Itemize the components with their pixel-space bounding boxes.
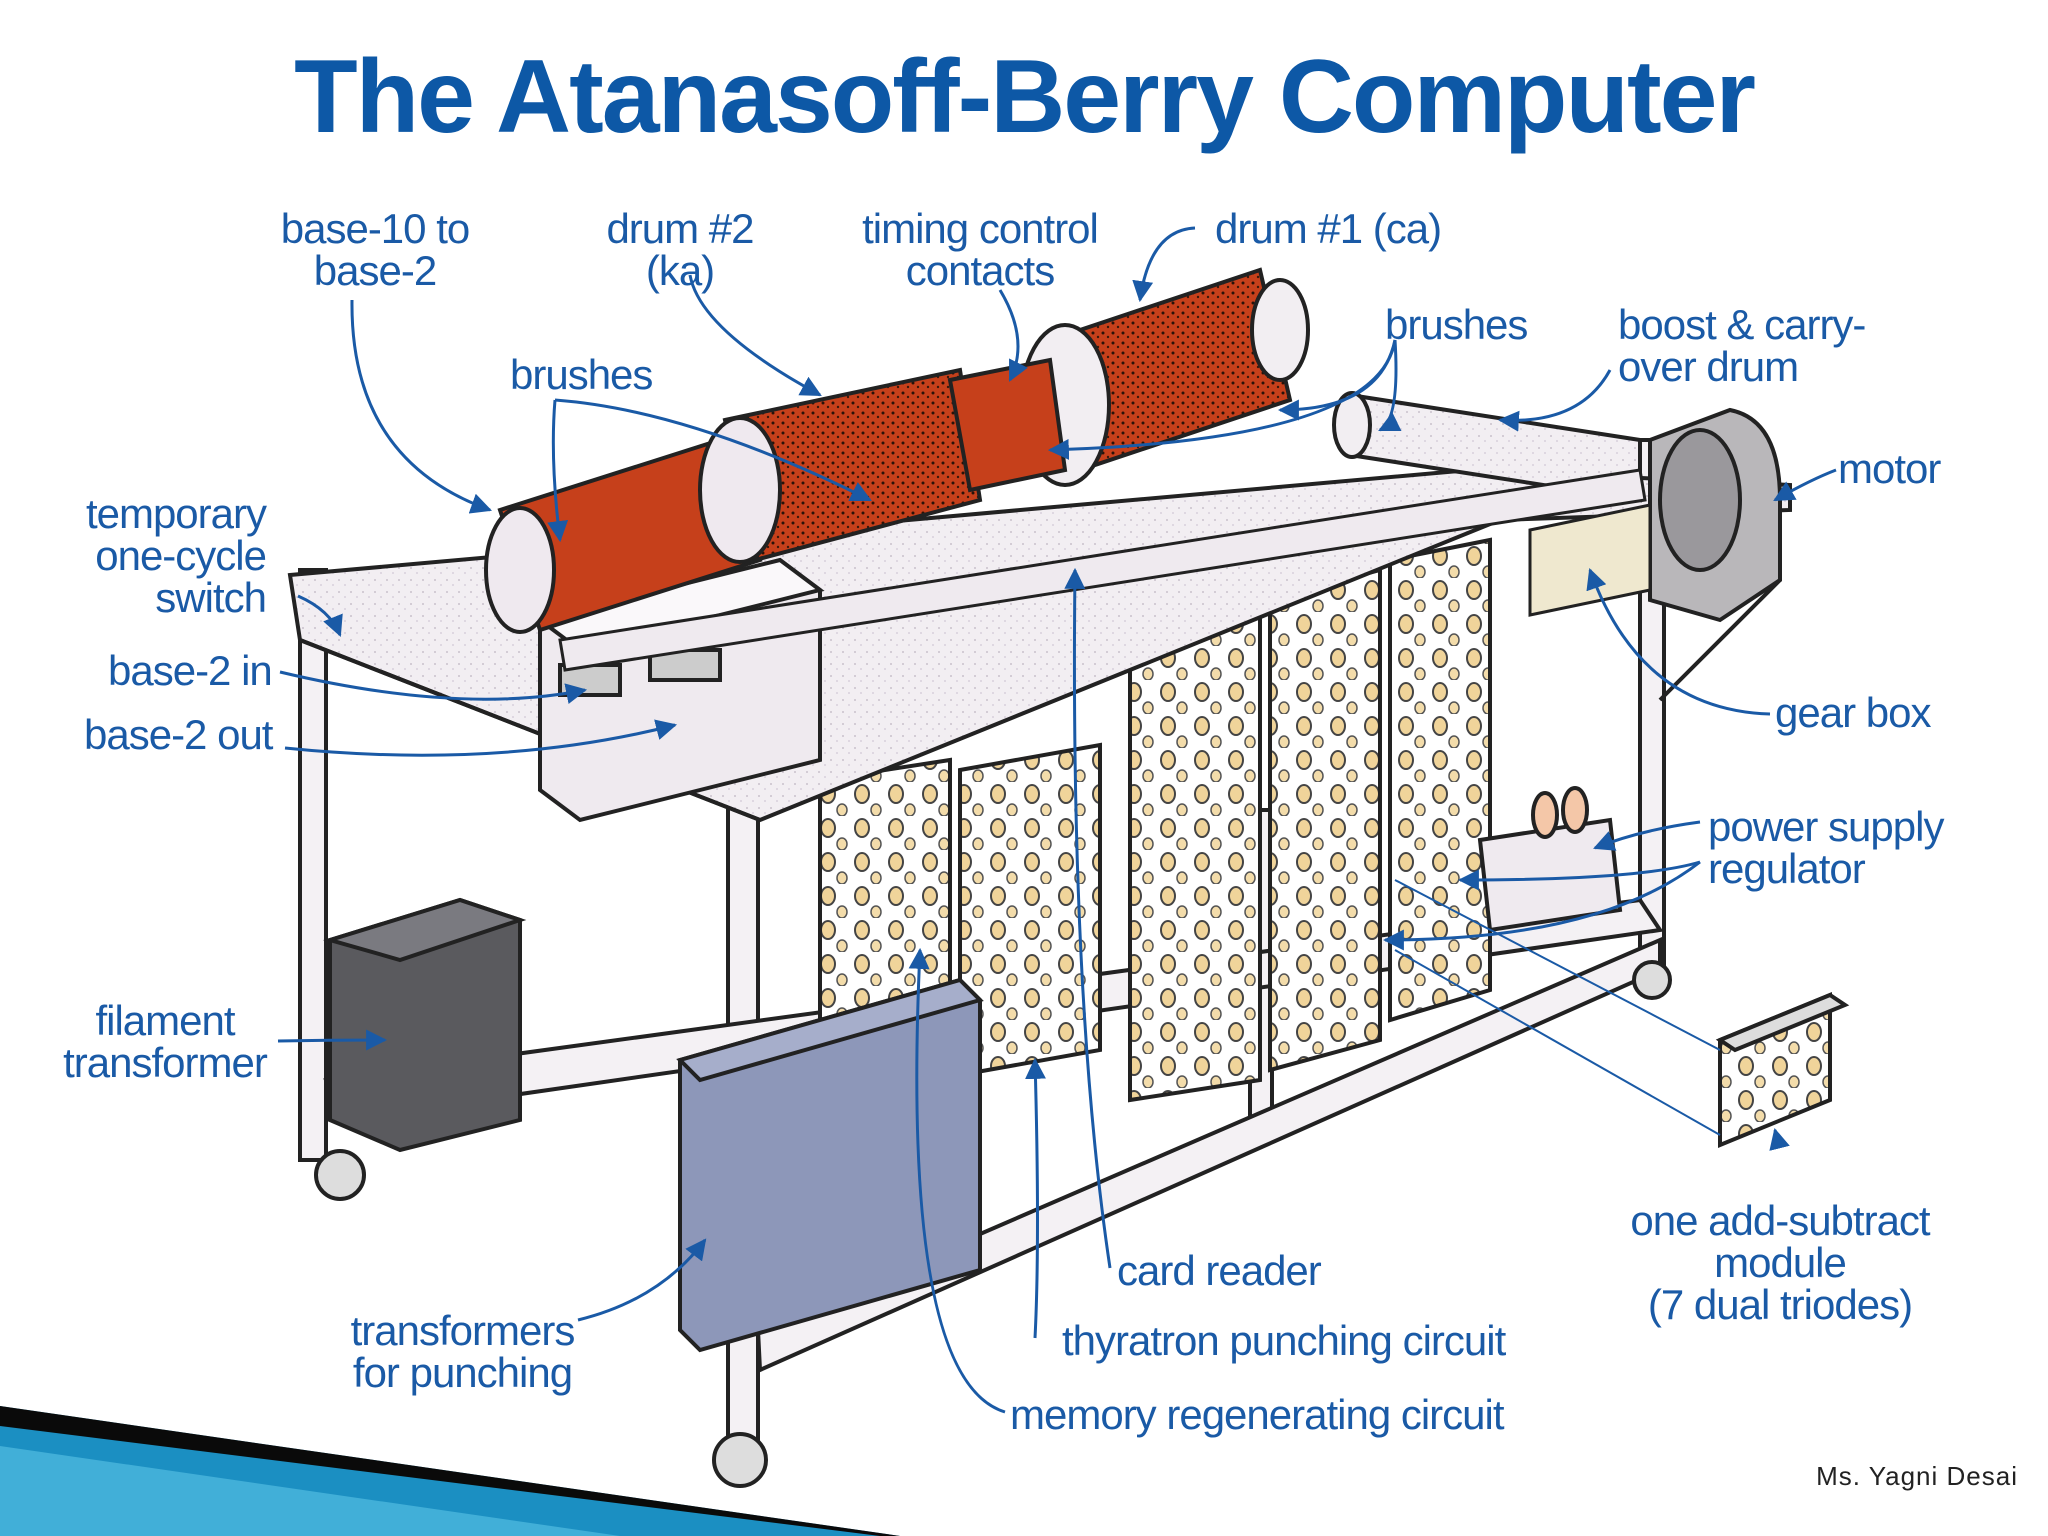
- drum-2: [484, 367, 983, 634]
- motor: [1648, 407, 1782, 623]
- label-base10-to-base2: base-10 to base-2: [280, 205, 470, 294]
- label-timing-control: timing control contacts: [862, 205, 1099, 294]
- label-temporary-switch: temporary one-cycle switch: [85, 490, 267, 621]
- corner-accent-decoration: [0, 1406, 900, 1536]
- timing-shaft: [558, 468, 1647, 672]
- author-credit: Ms. Yagni Desai: [1816, 1461, 2018, 1491]
- gear-box: [1528, 503, 1652, 617]
- label-drum-2: drum #2 (ka): [606, 205, 754, 294]
- label-thyratron-punching-circuit: thyratron punching circuit: [1062, 1317, 1506, 1364]
- caster-wheels: [314, 960, 1672, 1488]
- label-brushes-right: brushes: [1385, 301, 1528, 348]
- add-subtract-module: [1715, 992, 1850, 1148]
- label-add-subtract-module: one add-subtract module (7 dual triodes): [1630, 1197, 1930, 1328]
- drum-1: [947, 267, 1310, 493]
- label-filament-transformer: filament transformer: [63, 997, 268, 1086]
- label-memory-regenerating-circuit: memory regenerating circuit: [1010, 1391, 1505, 1438]
- label-base2-in: base-2 in: [108, 647, 273, 694]
- filament-transformer: [322, 897, 527, 1153]
- punching-transformers: [676, 977, 984, 1353]
- label-power-supply-regulator: power supply regulator: [1708, 803, 1944, 892]
- label-drum-1: drum #1 (ca): [1215, 205, 1442, 252]
- label-boost-carry-over-drum: boost & carry- over drum: [1618, 301, 1866, 390]
- leader-lines: [277, 226, 1837, 1414]
- label-brushes-left: brushes: [510, 351, 653, 398]
- slide-title: The Atanasoff-Berry Computer: [294, 39, 1756, 155]
- label-transformers-for-punching: transformers for punching: [350, 1307, 576, 1396]
- label-base2-out: base-2 out: [84, 711, 273, 758]
- label-motor: motor: [1838, 445, 1941, 492]
- label-gear-box: gear box: [1775, 689, 1931, 736]
- label-card-reader: card reader: [1117, 1247, 1322, 1294]
- power-supply-regulator: [1477, 786, 1623, 933]
